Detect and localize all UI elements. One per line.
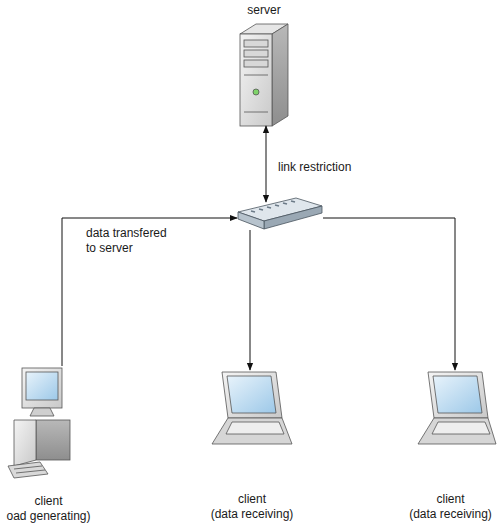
edge-label: data transfered to server (84, 226, 178, 256)
switch-icon (238, 198, 322, 229)
node-label: server (247, 3, 280, 18)
client-node: clientoad generating) (3, 366, 94, 524)
laptop-icon (212, 372, 292, 444)
switch-node (237, 196, 323, 230)
node-label: (data receiving) (409, 507, 492, 522)
server-node: server (234, 3, 294, 126)
client-node: client(data receiving) (406, 370, 495, 522)
connector (250, 230, 251, 370)
node-label: client (238, 492, 266, 507)
connector (62, 218, 237, 366)
node-label: (data receiving) (211, 507, 294, 522)
server-icon (240, 24, 288, 126)
node-label: client (436, 492, 464, 507)
connector (323, 218, 455, 370)
node-label: oad generating) (6, 509, 90, 524)
connector (266, 126, 267, 202)
desktop-icon (8, 368, 70, 478)
client-node: client(data receiving) (208, 370, 297, 522)
node-label: client (34, 494, 62, 509)
laptop-icon (418, 372, 496, 444)
edge-label: link restriction (276, 160, 353, 175)
